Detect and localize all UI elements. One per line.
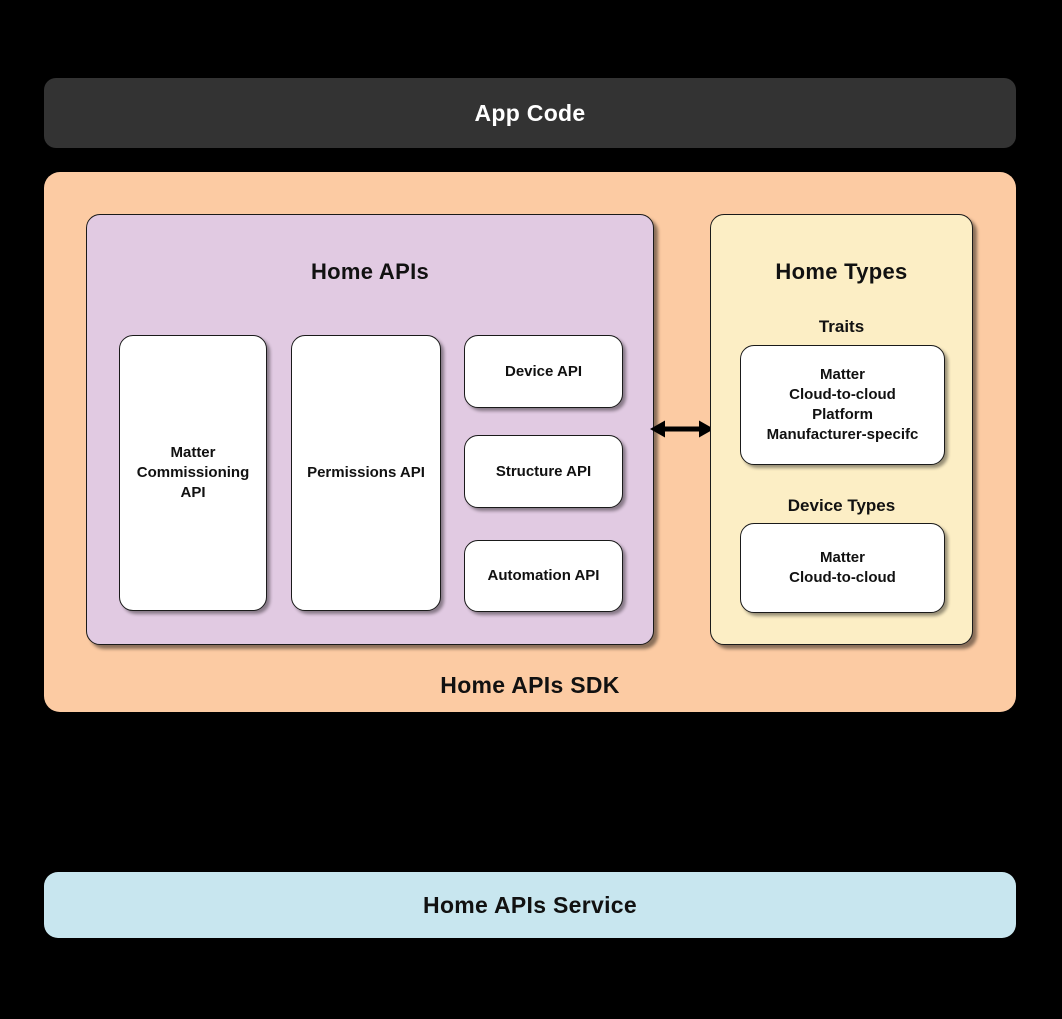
automation-api-card: Automation API [464,540,623,612]
device-types-card: Matter Cloud-to-cloud [740,523,945,613]
home-apis-title: Home APIs [310,259,430,284]
device-types-heading: Device Types [787,496,896,515]
automation-api-label: Automation API [487,567,600,584]
app-code-label: App Code [474,99,586,126]
device-api-card: Device API [464,335,623,408]
permissions-api-label: Permissions API [307,464,425,481]
home-apis-panel: Home APIs Matter Commissioning API Permi… [86,214,654,645]
permissions-api-card: Permissions API [291,335,441,611]
device-type-item: Matter [819,549,865,566]
device-api-label: Device API [505,362,582,380]
device-type-item: Cloud-to-cloud [789,569,896,586]
trait-item: Matter [819,366,865,383]
traits-card: Matter Cloud-to-cloud Platform Manufactu… [740,345,945,465]
bidirectional-arrow-icon [650,415,714,443]
traits-heading: Traits [818,317,865,336]
trait-item: Manufacturer-specifc [766,426,919,443]
app-code-box: App Code [44,78,1016,148]
structure-api-card: Structure API [464,435,623,508]
matter-commissioning-api-label: Matter Commissioning API [136,444,250,501]
structure-api-label: Structure API [495,462,592,480]
home-apis-sdk-label: Home APIs SDK [440,672,620,698]
home-types-title: Home Types [775,259,908,284]
home-types-panel: Home Types Traits Matter Cloud-to-cloud … [710,214,973,645]
matter-commissioning-api-card: Matter Commissioning API [119,335,267,611]
home-apis-service-label: Home APIs Service [423,891,637,918]
home-apis-service-box: Home APIs Service [44,872,1016,938]
trait-item: Platform [812,406,873,423]
trait-item: Cloud-to-cloud [789,386,896,403]
home-apis-sdk-box: Home APIs Matter Commissioning API Permi… [44,172,1016,712]
